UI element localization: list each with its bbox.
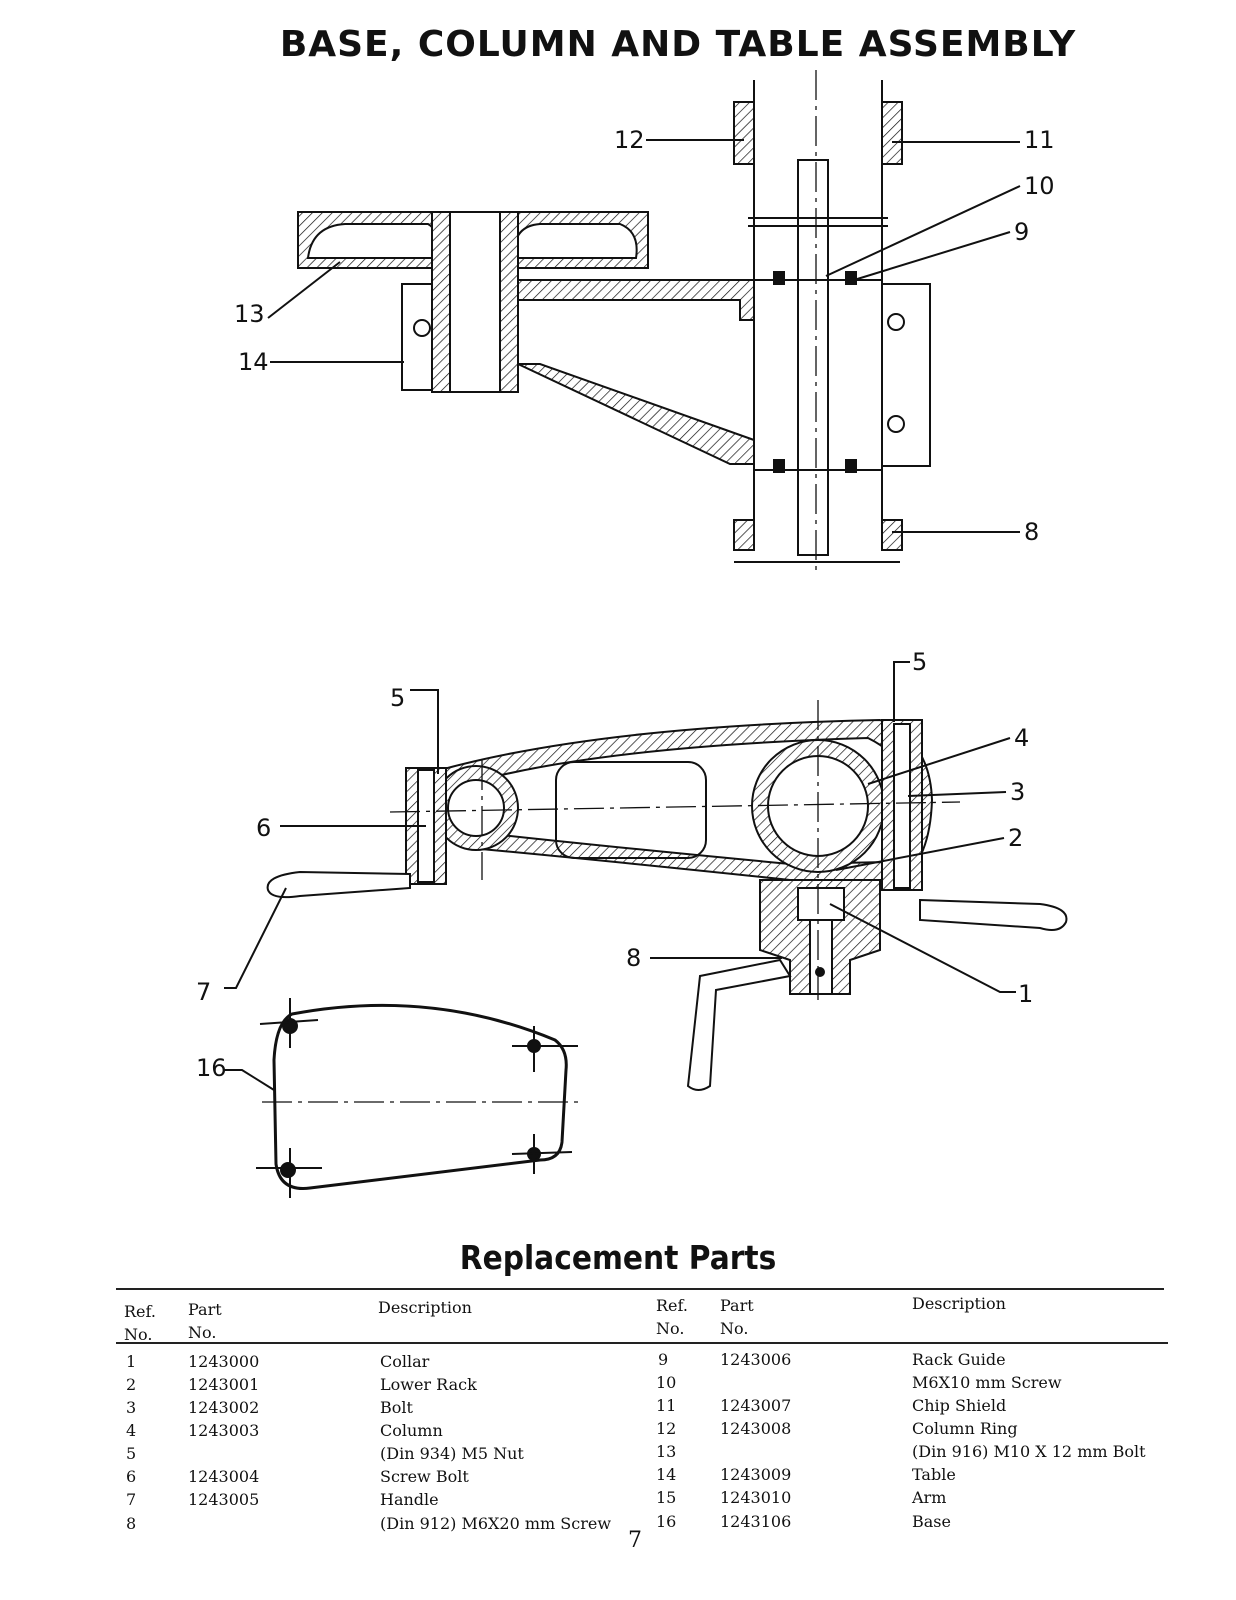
page-title: BASE, COLUMN AND TABLE ASSEMBLY: [279, 24, 1077, 65]
callout-13: 12: [614, 126, 645, 154]
header-ref-left: Ref.No.: [124, 1302, 156, 1344]
callout-3: 3: [1010, 778, 1025, 806]
callout-10: 9: [1014, 218, 1029, 246]
table-top-rule: [116, 1288, 1164, 1290]
callout-16: 16: [196, 1054, 227, 1082]
callout-12: 11: [1024, 126, 1055, 154]
replacement-parts-title: Replacement Parts: [459, 1238, 777, 1277]
page-number: 7: [628, 1528, 642, 1553]
header-description-right: Description: [912, 1294, 1006, 1313]
callout-5-right: 5: [912, 648, 927, 676]
callout-15: 14: [238, 348, 269, 376]
callout-11: 10: [1024, 172, 1055, 200]
callout-14: 13: [234, 300, 265, 328]
callout-9: 8: [1024, 518, 1039, 546]
callout-1: 1: [1018, 980, 1033, 1008]
callout-2: 2: [1008, 824, 1023, 852]
callout-6: 6: [256, 814, 271, 842]
callout-7: 7: [196, 978, 211, 1006]
header-ref-right: Ref.No.: [656, 1296, 688, 1338]
callout-8: 8: [626, 944, 641, 972]
header-description-left: Description: [378, 1298, 472, 1317]
callout-4: 4: [1014, 724, 1029, 752]
table-header-rule: [116, 1342, 1168, 1344]
callout-5-left: 5: [390, 684, 405, 712]
assembly-drawing: 12 11 10 9 13 14 8 5 5 4 3 2 6 7 8 1 16: [196, 70, 1068, 1198]
